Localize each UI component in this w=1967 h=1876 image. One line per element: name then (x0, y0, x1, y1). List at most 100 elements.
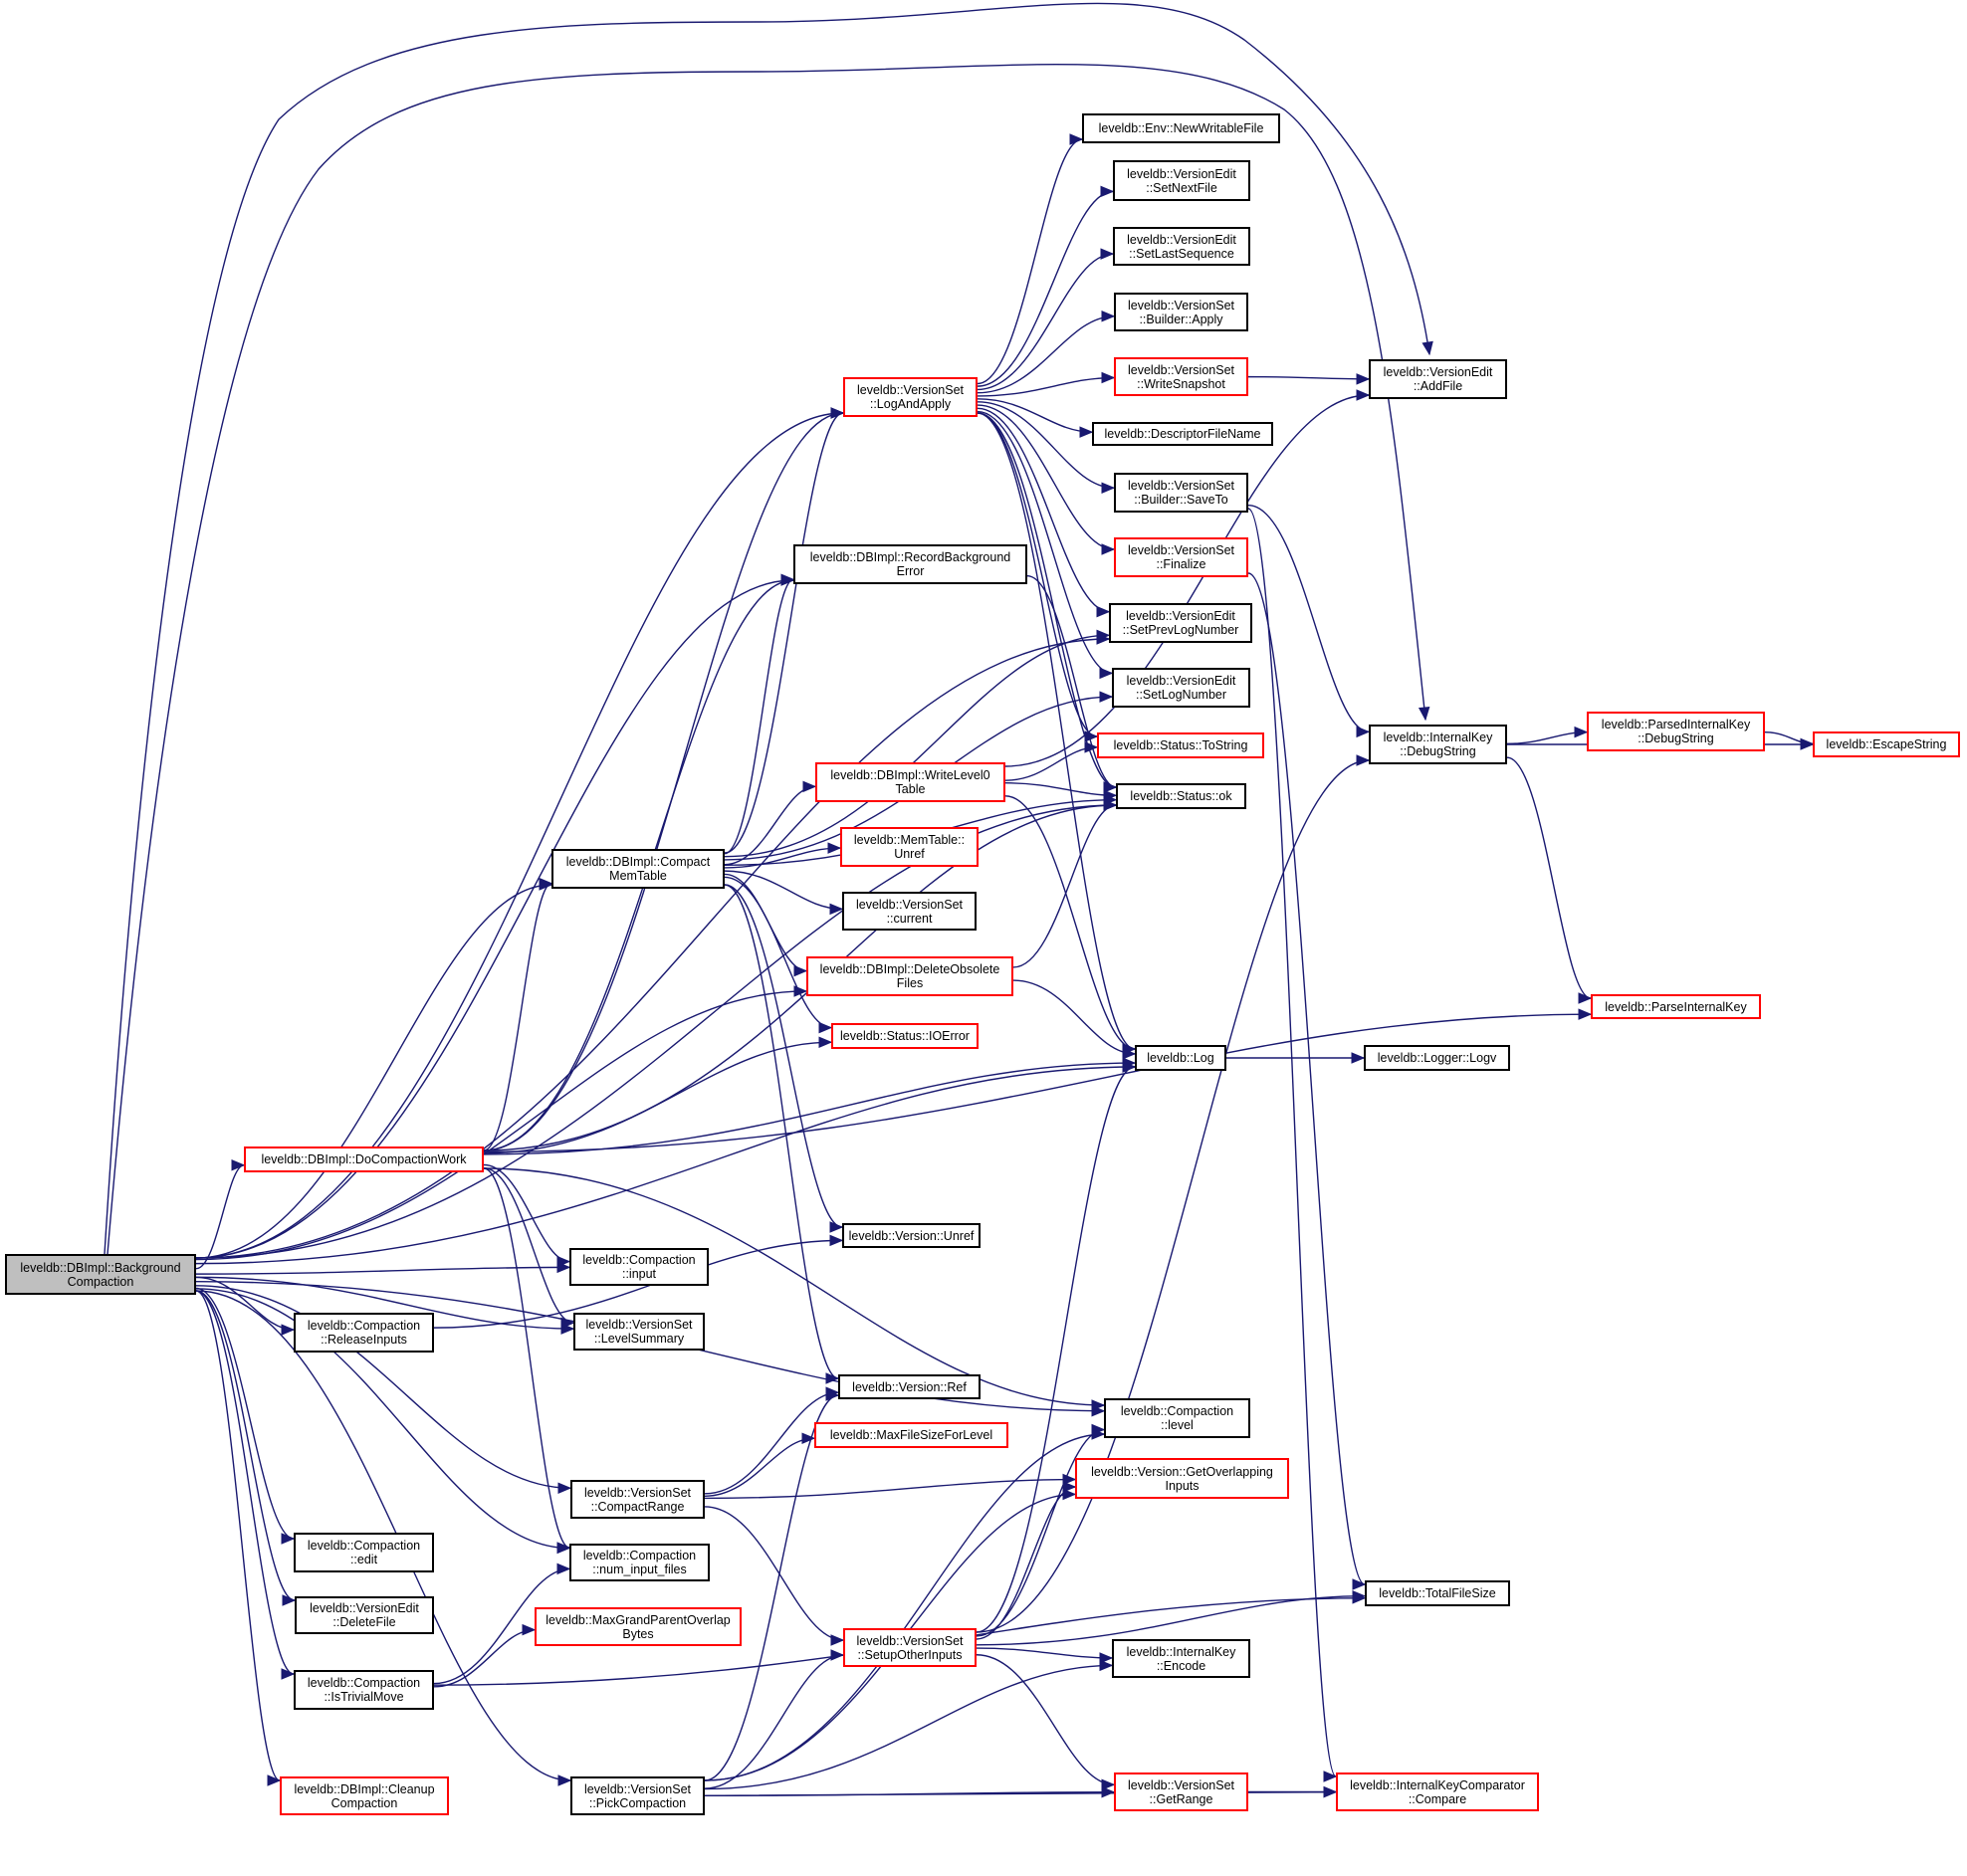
graph-node-setLastSequence[interactable]: leveldb::VersionEdit::SetLastSequence (1113, 227, 1250, 266)
graph-node-doCompactionWork[interactable]: leveldb::DBImpl::DoCompactionWork (244, 1146, 484, 1172)
graph-node-builderApply[interactable]: leveldb::VersionSet::Builder::Apply (1114, 293, 1248, 331)
edge-root-to-compactMemTable (195, 884, 552, 1259)
edge-root-to-log (195, 1066, 1136, 1265)
graph-node-compactionEdit[interactable]: leveldb::Compaction::edit (294, 1533, 434, 1572)
edge-compactMemTable-to-recordBgError (724, 578, 794, 855)
graph-node-setNextFile[interactable]: leveldb::VersionEdit::SetNextFile (1113, 160, 1250, 201)
node-label-line: ::ReleaseInputs (321, 1333, 407, 1347)
edge-setupOtherInputs-to-totalFileSize (976, 1595, 1366, 1646)
edge-compactMemTable-to-writeLevel0Table (724, 785, 816, 866)
graph-node-versionSetCurrent[interactable]: leveldb::VersionSet::current (842, 892, 977, 931)
graph-node-setPrevLogNumber[interactable]: leveldb::VersionEdit::SetPrevLogNumber (1109, 603, 1252, 643)
graph-node-writeSnapshot[interactable]: leveldb::VersionSet::WriteSnapshot (1114, 357, 1248, 396)
arrowhead-icon (1099, 691, 1114, 703)
graph-node-descriptorFileName[interactable]: leveldb::DescriptorFileName (1092, 422, 1273, 446)
arrowhead-icon (825, 1372, 840, 1384)
graph-node-maxFileSizeForLevel[interactable]: leveldb::MaxFileSizeForLevel (814, 1422, 1008, 1448)
graph-node-newWritableFile[interactable]: leveldb::Env::NewWritableFile (1082, 113, 1280, 143)
node-label-line: leveldb::VersionSet (1127, 479, 1234, 493)
edge-deleteObsoleteFiles-to-statusOk (1012, 804, 1117, 968)
edge-compactMemTable-to-setPrevLogNumber (724, 634, 1110, 858)
arrowhead-icon (793, 964, 808, 977)
graph-node-getRange[interactable]: leveldb::VersionSet::GetRange (1114, 1772, 1248, 1811)
node-label-line: ::LogAndApply (869, 397, 952, 411)
edge-compactMemTable-to-logAndApply (724, 412, 844, 854)
arrowhead-icon (1103, 789, 1118, 802)
node-label-line: Compaction (67, 1274, 134, 1289)
node-label-line: leveldb::Version::Ref (852, 1379, 967, 1394)
graph-node-versionRef[interactable]: leveldb::Version::Ref (838, 1374, 981, 1399)
graph-node-builderSaveTo[interactable]: leveldb::VersionSet::Builder::SaveTo (1114, 473, 1248, 513)
graph-node-ikcCompare[interactable]: leveldb::InternalKeyComparator::Compare (1336, 1772, 1539, 1811)
graph-node-compactRange[interactable]: leveldb::VersionSet::CompactRange (570, 1480, 705, 1519)
node-label-line: leveldb::DBImpl::DeleteObsolete (819, 962, 1000, 976)
node-label-line: Unref (894, 847, 925, 861)
graph-node-ikDebugString[interactable]: leveldb::InternalKey::DebugString (1369, 725, 1507, 764)
graph-node-releaseInputs[interactable]: leveldb::Compaction::ReleaseInputs (294, 1313, 434, 1353)
graph-node-pickCompaction[interactable]: leveldb::VersionSet::PickCompaction (570, 1776, 705, 1815)
node-label-line: leveldb::InternalKey (1383, 730, 1493, 744)
edge-writeLevel0Table-to-addFile (1004, 394, 1370, 767)
arrowhead-icon (818, 1036, 833, 1048)
graph-node-compactionLevel[interactable]: leveldb::Compaction::level (1104, 1398, 1250, 1438)
edge-deleteObsoleteFiles-to-log (1012, 979, 1136, 1055)
arrowhead-icon (1418, 706, 1430, 722)
node-label-line: leveldb::MaxFileSizeForLevel (829, 1428, 993, 1442)
graph-node-logAndApply[interactable]: leveldb::VersionSet::LogAndApply (843, 377, 978, 417)
graph-node-setupOtherInputs[interactable]: leveldb::VersionSet::SetupOtherInputs (843, 1628, 977, 1667)
arrowhead-icon (1101, 1785, 1116, 1798)
graph-node-totalFileSize[interactable]: leveldb::TotalFileSize (1365, 1580, 1510, 1606)
graph-node-isTrivialMove[interactable]: leveldb::Compaction::IsTrivialMove (294, 1670, 434, 1710)
edge-root-to-deleteObsoleteFiles (195, 990, 807, 1261)
arrowhead-icon (1421, 340, 1433, 356)
node-label-line: leveldb::VersionSet (856, 1633, 964, 1648)
graph-node-numInputFiles[interactable]: leveldb::Compaction::num_input_files (569, 1544, 710, 1581)
node-label-line: ::num_input_files (592, 1563, 687, 1576)
graph-node-statusToString[interactable]: leveldb::Status::ToString (1097, 732, 1264, 758)
edge-logAndApply-to-finalize (977, 404, 1115, 550)
edge-isTrivialMove-to-numInputFiles (433, 1567, 570, 1685)
graph-node-versionUnref[interactable]: leveldb::Version::Unref (842, 1223, 981, 1248)
arrowhead-icon (1101, 311, 1116, 322)
node-label-line: Files (896, 976, 924, 990)
graph-node-escapeString[interactable]: leveldb::EscapeString (1813, 731, 1960, 757)
graph-node-statusOk[interactable]: leveldb::Status::ok (1116, 783, 1246, 809)
graph-node-levelSummary[interactable]: leveldb::VersionSet::LevelSummary (573, 1313, 705, 1351)
graph-node-log[interactable]: leveldb::Log (1135, 1045, 1226, 1071)
graph-node-parseInternalKey[interactable]: leveldb::ParseInternalKey (1591, 994, 1761, 1019)
graph-node-deleteFile[interactable]: leveldb::VersionEdit::DeleteFile (295, 1596, 434, 1634)
arrowhead-icon (281, 1668, 296, 1680)
arrowhead-icon (1352, 1578, 1367, 1590)
node-label-line: leveldb::InternalKey (1126, 1644, 1236, 1659)
node-label-line: leveldb::EscapeString (1826, 737, 1947, 751)
node-label-line: leveldb::VersionSet (1127, 1777, 1234, 1792)
graph-node-statusIOError[interactable]: leveldb::Status::IOError (831, 1023, 979, 1049)
node-label-line: ::Finalize (1156, 557, 1206, 571)
graph-node-setLogNumber[interactable]: leveldb::VersionEdit::SetLogNumber (1112, 668, 1250, 708)
node-label-line: leveldb::Compaction (307, 1319, 421, 1333)
node-label-line: ::Builder::Apply (1139, 312, 1223, 326)
arrowhead-icon (1101, 543, 1116, 555)
edge-root-to-compactionInput (195, 1266, 570, 1275)
node-label-line: leveldb::VersionEdit (1126, 609, 1235, 623)
arrowhead-icon (1101, 371, 1116, 384)
graph-node-ikEncode[interactable]: leveldb::InternalKey::Encode (1112, 1639, 1250, 1678)
graph-node-finalize[interactable]: leveldb::VersionSet::Finalize (1114, 537, 1248, 577)
arrowhead-icon (1103, 799, 1118, 811)
arrowhead-icon (560, 1317, 575, 1330)
graph-node-addFile[interactable]: leveldb::VersionEdit::AddFile (1369, 359, 1507, 399)
arrowhead-icon (829, 1221, 844, 1233)
edge-doCompactionWork-to-levelSummary (483, 1166, 574, 1325)
graph-node-loggerLogv[interactable]: leveldb::Logger::Logv (1364, 1045, 1510, 1071)
graph-node-pikDebugString[interactable]: leveldb::ParsedInternalKey::DebugString (1587, 712, 1765, 751)
graph-node-compactionInput[interactable]: leveldb::Compaction::input (569, 1248, 709, 1286)
arrowhead-icon (556, 1563, 571, 1575)
graph-node-memTableUnref[interactable]: leveldb::MemTable::Unref (840, 827, 979, 867)
